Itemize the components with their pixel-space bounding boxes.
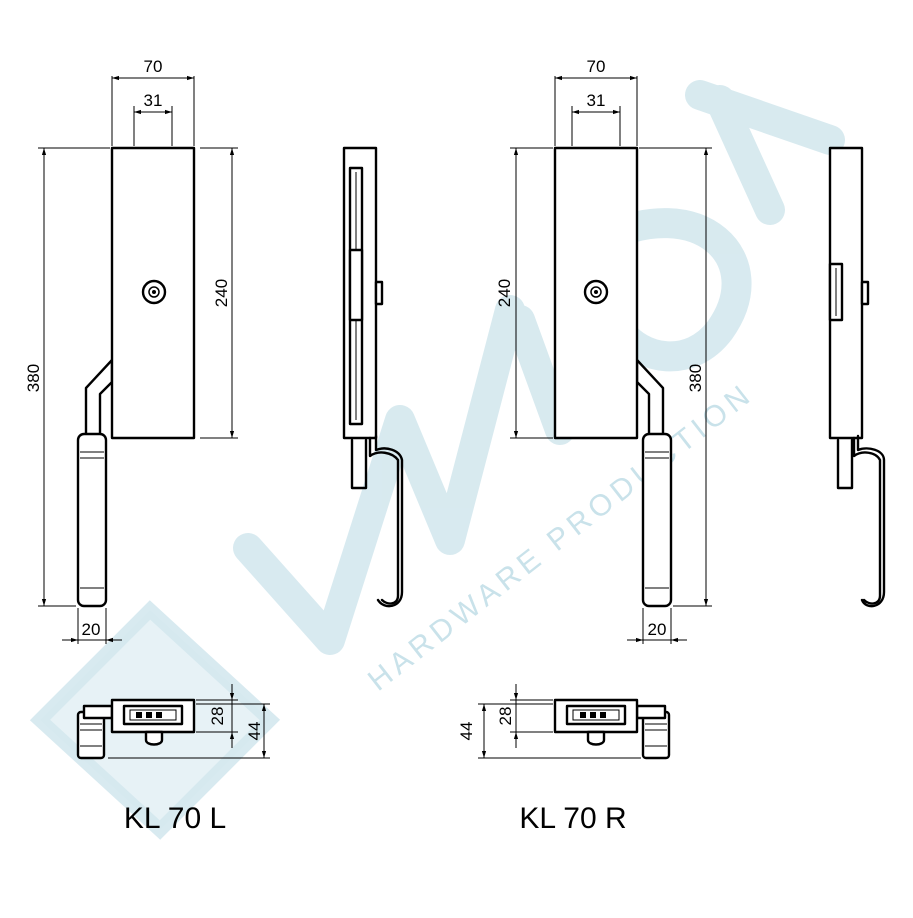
right-dim-depth-body: 28 — [496, 707, 515, 726]
right-dim-width-total: 70 — [587, 57, 606, 76]
left-side-view — [342, 146, 404, 608]
left-dim-depth-body: 28 — [208, 707, 227, 726]
left-top-view: 28 44 — [76, 684, 270, 760]
left-model-caption: KL 70 L — [124, 802, 226, 835]
right-side-view — [828, 146, 886, 608]
left-handle-grip — [76, 432, 108, 608]
right-dim-height-total: 380 — [686, 364, 705, 392]
right-dim-width-inner: 31 — [587, 91, 606, 110]
right-top-view: 28 44 — [457, 684, 671, 760]
left-dim-height-body: 240 — [212, 279, 231, 307]
right-dim-depth-total: 44 — [457, 722, 476, 741]
left-dim-height-total: 380 — [24, 364, 43, 392]
left-dim-width-inner: 31 — [144, 91, 163, 110]
left-dim-depth-total: 44 — [245, 722, 264, 741]
right-front-view: 70 31 240 380 20 — [495, 57, 712, 644]
left-dim-handle-width: 20 — [82, 620, 101, 639]
right-dim-handle-width: 20 — [648, 620, 667, 639]
right-model-caption: KL 70 R — [519, 802, 626, 835]
right-handle-grip — [641, 432, 673, 608]
left-dim-width-total: 70 — [144, 57, 163, 76]
left-front-view: 70 31 380 240 20 — [24, 57, 238, 644]
right-dim-height-body: 240 — [495, 279, 514, 307]
